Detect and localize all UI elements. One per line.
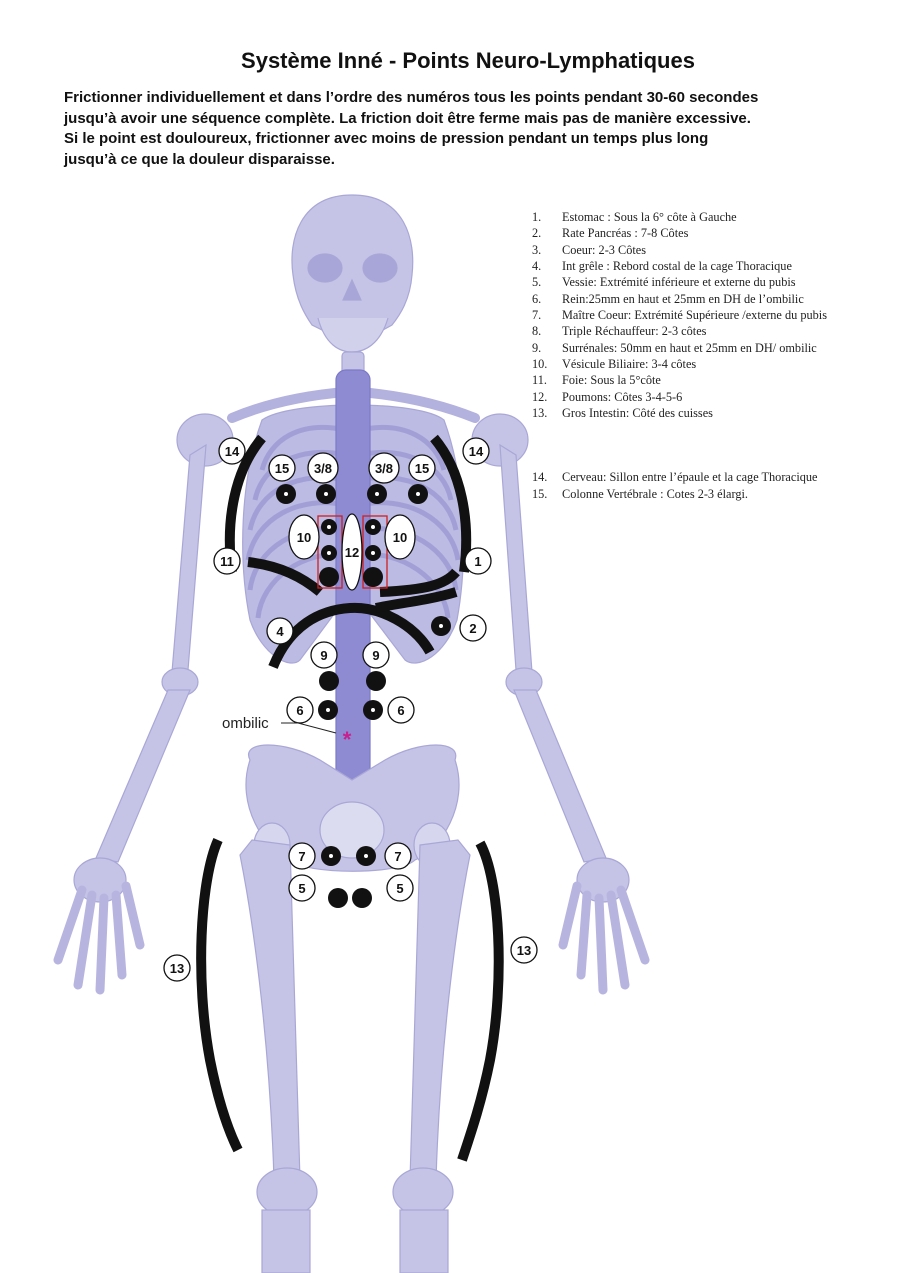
label-13-right: 13 <box>511 937 537 963</box>
eye-socket-right <box>363 254 397 282</box>
label-9-left: 9 <box>311 642 337 668</box>
shin-right <box>400 1210 448 1273</box>
point-left-col-dot <box>321 545 337 561</box>
knee-right <box>393 1168 453 1216</box>
jaw <box>318 318 388 352</box>
point-15-left-dot <box>276 484 296 504</box>
point-7-right-dot <box>356 846 376 866</box>
label-15-right: 15 <box>409 455 435 481</box>
line-13-left <box>201 840 238 1150</box>
label-5-right: 5 <box>387 875 413 901</box>
label-14-right: 14 <box>463 438 489 464</box>
arm-right-upper <box>500 445 532 672</box>
point-38-right-dot <box>367 484 387 504</box>
label-13-left: 13 <box>164 955 190 981</box>
svg-text:4: 4 <box>276 624 284 639</box>
point-9-right-dot <box>366 671 386 691</box>
point-left-col-dot <box>321 519 337 535</box>
svg-text:1: 1 <box>474 554 481 569</box>
point-right-col-dot <box>365 545 381 561</box>
svg-text:9: 9 <box>372 648 379 663</box>
label-6-left: 6 <box>287 697 313 723</box>
knee-left <box>257 1168 317 1216</box>
arm-left-upper <box>172 445 206 672</box>
label-9-right: 9 <box>363 642 389 668</box>
shin-left <box>262 1210 310 1273</box>
point-5-left-dot <box>328 888 348 908</box>
eye-socket-left <box>308 254 342 282</box>
svg-text:11: 11 <box>220 554 234 569</box>
label-4: 4 <box>267 618 293 644</box>
label-5-left: 5 <box>289 875 315 901</box>
ombilic-star: * <box>343 727 352 752</box>
label-2: 2 <box>460 615 486 641</box>
point-left-col-dot <box>319 567 339 587</box>
svg-text:14: 14 <box>469 444 484 459</box>
svg-text:7: 7 <box>298 849 305 864</box>
svg-text:3/8: 3/8 <box>375 461 393 476</box>
point-15-right-dot <box>408 484 428 504</box>
arm-right-forearm <box>514 690 606 862</box>
label-11: 11 <box>214 548 240 574</box>
label-14-left: 14 <box>219 438 245 464</box>
svg-text:5: 5 <box>396 881 403 896</box>
femur-right <box>410 840 470 1180</box>
point-6-right-dot <box>363 700 383 720</box>
svg-text:2: 2 <box>469 621 476 636</box>
svg-text:13: 13 <box>170 961 184 976</box>
label-10-left: 10 <box>297 530 311 545</box>
hand-left <box>58 858 140 990</box>
svg-text:3/8: 3/8 <box>314 461 332 476</box>
point-6-left-dot <box>318 700 338 720</box>
label-15-left: 15 <box>269 455 295 481</box>
label-38-left: 3/8 <box>308 453 338 483</box>
point-38-left-dot <box>316 484 336 504</box>
svg-text:15: 15 <box>415 461 429 476</box>
point-5-right-dot <box>352 888 372 908</box>
point-9-left-dot <box>319 671 339 691</box>
point-7-left-dot <box>321 846 341 866</box>
svg-text:5: 5 <box>298 881 305 896</box>
svg-text:13: 13 <box>517 943 531 958</box>
label-1: 1 <box>465 548 491 574</box>
point-right-col-dot <box>363 567 383 587</box>
point-2-dot <box>431 616 451 636</box>
svg-text:7: 7 <box>394 849 401 864</box>
point-right-col-dot <box>365 519 381 535</box>
svg-text:6: 6 <box>296 703 303 718</box>
svg-text:15: 15 <box>275 461 289 476</box>
line-13-right <box>462 843 499 1160</box>
label-7-right: 7 <box>385 843 411 869</box>
label-10-right: 10 <box>393 530 407 545</box>
label-38-right: 3/8 <box>369 453 399 483</box>
hand-right <box>563 858 645 990</box>
ombilic-label: ombilic <box>222 715 269 732</box>
svg-text:9: 9 <box>320 648 327 663</box>
label-7-left: 7 <box>289 843 315 869</box>
ombilic-pointer <box>281 723 336 733</box>
svg-text:6: 6 <box>397 703 404 718</box>
label-12: 12 <box>345 545 359 560</box>
arm-left-forearm <box>96 690 190 862</box>
svg-text:14: 14 <box>225 444 240 459</box>
label-6-right: 6 <box>388 697 414 723</box>
skeleton <box>58 195 645 1273</box>
